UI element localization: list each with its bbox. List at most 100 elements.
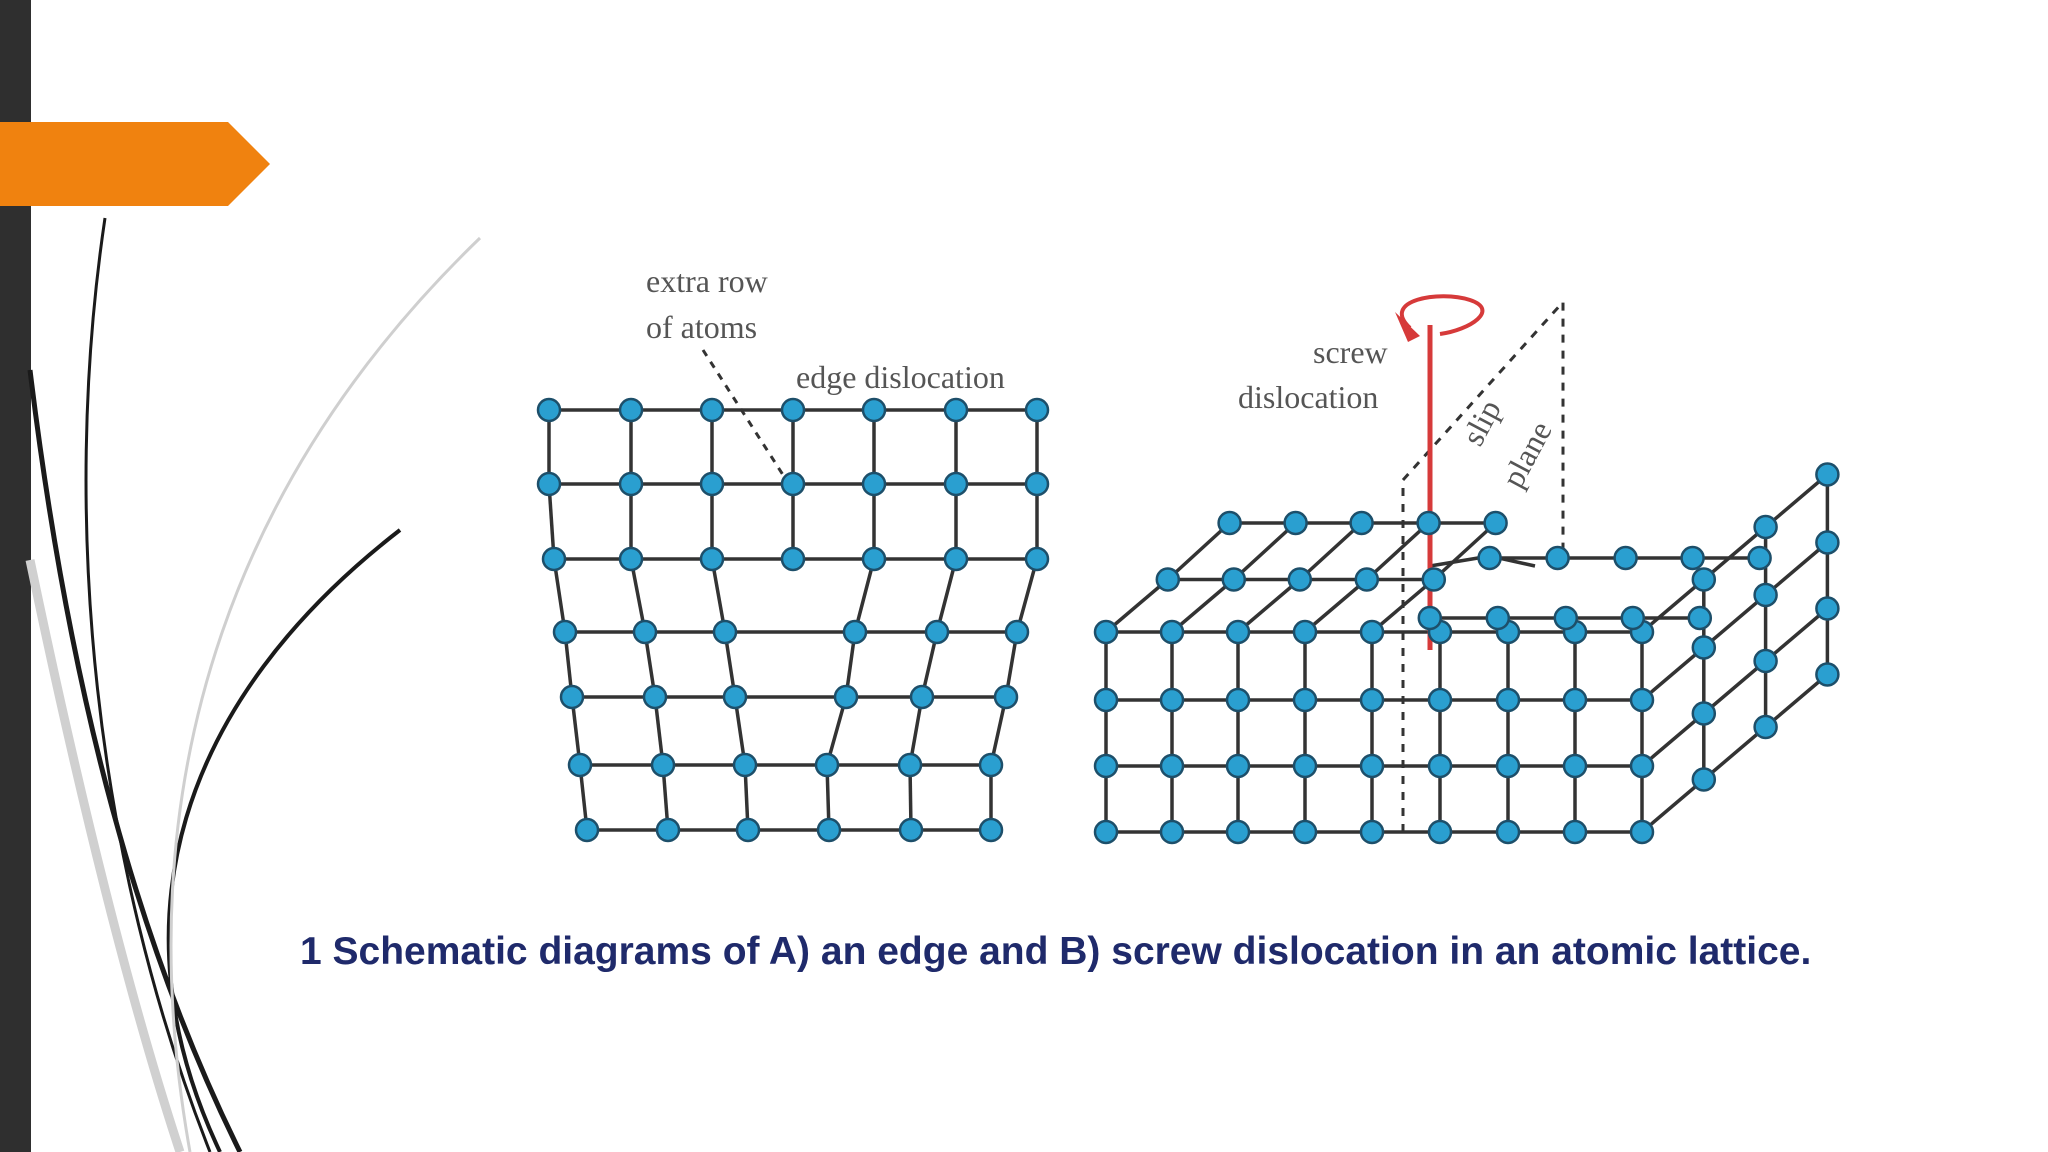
label-plane: plane: [1494, 415, 1558, 493]
side-bond: [1764, 541, 1829, 597]
atom: [1217, 510, 1242, 536]
atom: [814, 752, 840, 778]
vertical-bond: [935, 558, 958, 633]
atom: [1427, 819, 1453, 845]
atom: [1613, 545, 1638, 571]
atom: [993, 684, 1019, 710]
atom: [650, 752, 676, 778]
atom: [1292, 619, 1318, 645]
atom: [780, 471, 806, 497]
atom: [642, 684, 668, 710]
decorative-swooshes: [25, 217, 482, 1152]
atom: [1691, 701, 1717, 726]
atom: [1687, 605, 1713, 631]
label-slip: slip: [1454, 394, 1507, 452]
atom: [978, 817, 1004, 843]
atom: [1416, 510, 1441, 536]
atom: [861, 471, 887, 497]
atom: [1620, 605, 1646, 631]
atom: [1495, 753, 1521, 779]
atom: [1354, 567, 1380, 592]
atom: [943, 397, 969, 423]
side-bond: [1640, 778, 1705, 834]
atom: [1349, 510, 1374, 536]
atom: [655, 817, 681, 843]
atom: [1545, 545, 1570, 571]
atom: [536, 397, 562, 423]
top-bond: [1170, 578, 1235, 634]
atom: [1225, 753, 1251, 779]
atom: [1417, 605, 1443, 631]
atom: [1225, 819, 1251, 845]
atom: [1680, 545, 1705, 571]
side-bond: [1640, 646, 1705, 702]
vertical-bond: [547, 483, 556, 560]
atom: [559, 684, 585, 710]
atom: [1753, 514, 1778, 540]
vertical-bond: [1015, 558, 1039, 633]
atom: [1024, 471, 1050, 497]
atom: [1283, 510, 1308, 536]
atom: [1815, 596, 1840, 621]
atom: [1691, 567, 1717, 592]
rotation-arrow: [1399, 294, 1485, 336]
atom: [816, 817, 842, 843]
label-extra-row: extra row: [646, 263, 768, 299]
side-bond: [1702, 659, 1767, 715]
atom: [842, 619, 868, 645]
atom: [1691, 767, 1717, 792]
atom: [897, 752, 923, 778]
atom: [943, 546, 969, 572]
atom: [1815, 530, 1840, 555]
atom: [1292, 753, 1318, 779]
atom: [1221, 567, 1247, 592]
atom: [1159, 687, 1185, 713]
atom: [943, 471, 969, 497]
atom: [1629, 819, 1655, 845]
atom: [861, 546, 887, 572]
atom: [780, 546, 806, 572]
atom: [1024, 397, 1050, 423]
label-edge-dislocation: edge dislocation: [796, 359, 1005, 395]
atom: [1562, 753, 1588, 779]
atom: [1427, 753, 1453, 779]
atom: [1093, 819, 1119, 845]
top-bond: [1370, 578, 1435, 634]
atom: [1495, 687, 1521, 713]
top-bond: [1236, 578, 1301, 634]
atom: [722, 684, 748, 710]
atom: [1004, 619, 1030, 645]
atom: [1753, 582, 1778, 608]
atom: [1485, 605, 1511, 631]
edge-dislocation-lattice: [536, 349, 1050, 843]
atom: [780, 397, 806, 423]
slip-plane-outline: [1401, 298, 1565, 832]
atom: [1815, 462, 1840, 487]
atom: [898, 817, 924, 843]
atom: [1024, 546, 1050, 572]
atom: [1155, 567, 1181, 592]
atom: [699, 397, 725, 423]
label-dislocation: dislocation: [1238, 379, 1378, 415]
atom: [1292, 819, 1318, 845]
atom: [861, 397, 887, 423]
atom: [618, 397, 644, 423]
figure-caption: 1 Schematic diagrams of A) an edge and B…: [300, 930, 1812, 973]
atom: [1477, 545, 1502, 571]
top-bond: [1232, 521, 1297, 581]
atom: [1359, 687, 1385, 713]
side-bond: [1640, 578, 1705, 634]
atom: [699, 471, 725, 497]
atom: [1629, 753, 1655, 779]
atom: [1815, 662, 1840, 687]
atom: [1159, 619, 1185, 645]
top-bond: [1104, 578, 1169, 634]
atom: [909, 684, 935, 710]
top-bond: [1298, 521, 1363, 581]
atom: [1562, 819, 1588, 845]
side-bond: [1702, 593, 1767, 649]
atom: [1495, 819, 1521, 845]
atom: [1753, 648, 1778, 674]
vertical-bond: [710, 558, 727, 633]
atom: [699, 546, 725, 572]
